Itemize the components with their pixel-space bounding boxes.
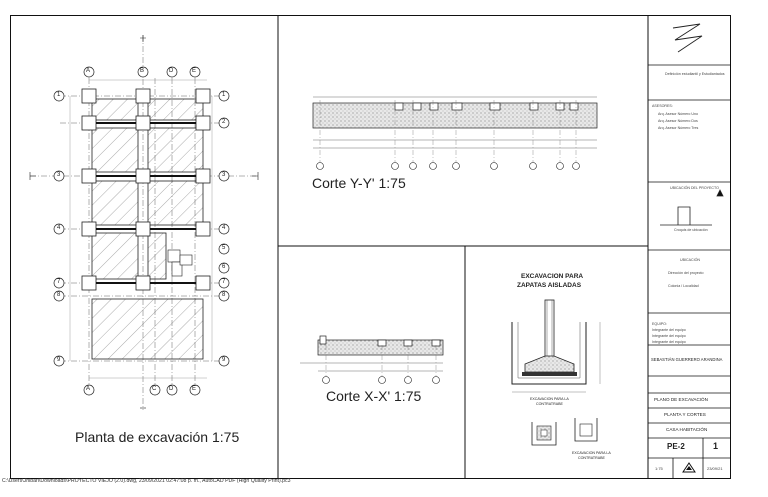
sheet-code: PE-2 bbox=[667, 442, 685, 451]
scale-value: 1:75 bbox=[655, 466, 663, 471]
axis-letter-a-bottom: A bbox=[86, 386, 91, 392]
logo-mark bbox=[672, 23, 703, 53]
axis-number-right-8: 8 bbox=[222, 292, 226, 298]
axis-number-right-2: 2 bbox=[222, 119, 226, 125]
axis-letter-e-bottom: E bbox=[192, 386, 197, 392]
plan-name: PLANO DE EXCAVACIÓN bbox=[654, 397, 708, 402]
axis-letter-a-top: A bbox=[86, 68, 91, 74]
axis-letter-e-top: E bbox=[192, 68, 197, 74]
axis-number-right-4: 4 bbox=[222, 225, 226, 231]
school-line: Definición estudiantil y Estudiantados bbox=[665, 72, 725, 76]
team-line-2: Integrante del equipo bbox=[652, 334, 686, 338]
location-header: UBICACIÓN DEL PROYECTO bbox=[670, 186, 719, 190]
detail-title-line2: ZAPATAS AISLADAS bbox=[517, 282, 582, 289]
axis-number-left-3: 3 bbox=[57, 172, 61, 178]
section-xx-title: Corte X-X' 1:75 bbox=[326, 388, 422, 404]
advisor-3: Arq. Asesor Número Tres bbox=[658, 126, 699, 130]
section-yy bbox=[312, 96, 598, 170]
axis-letter-d-top: D bbox=[169, 68, 174, 74]
location2-line-1: Dirección del proyecto bbox=[668, 271, 704, 275]
north-arrow-icon bbox=[682, 462, 696, 473]
axis-number-left-4: 4 bbox=[57, 225, 61, 231]
detail-caption1-line1: EXCAVACION PARA LA bbox=[530, 397, 569, 401]
plan-content: PLANTA Y CORTES bbox=[664, 412, 706, 417]
advisor-2: Arq. Asesor Número Dos bbox=[658, 119, 698, 123]
axis-number-left-9: 9 bbox=[57, 357, 61, 363]
axis-letter-d-bottom: D bbox=[169, 386, 174, 392]
section-xx bbox=[300, 335, 444, 385]
team-line-1: Integrante del equipo bbox=[652, 328, 686, 332]
advisor-1: Arq. Asesor Número Uno bbox=[658, 112, 698, 116]
axis-number-right-5: 5 bbox=[222, 245, 226, 251]
location2-header: UBICACIÓN bbox=[680, 258, 700, 262]
print-footer: C:\Users\Jhibari\Downloads\PROYECTO VIEJ… bbox=[2, 478, 291, 484]
plan-title: Planta de excavación 1:75 bbox=[75, 429, 240, 445]
detail-caption1-line2: CONTRATRABE bbox=[536, 402, 563, 406]
axis-number-right-3: 3 bbox=[222, 172, 226, 178]
sheet-number: 1 bbox=[713, 441, 719, 451]
student-name: SEBASTIÁN GUERRERO ARANDINA bbox=[651, 357, 723, 362]
excavation-plan bbox=[29, 35, 259, 410]
axis-number-left-7: 7 bbox=[57, 279, 61, 285]
footing-detail bbox=[511, 299, 601, 446]
detail-caption2-line1: EXCAVACION PARA LA bbox=[572, 451, 611, 455]
location2-line-2: Colonia / Localidad bbox=[668, 284, 699, 288]
location-caption: Croquis de ubicación bbox=[674, 228, 708, 232]
axis-number-left-1: 1 bbox=[57, 92, 61, 98]
axis-number-right-1: 1 bbox=[222, 92, 226, 98]
team-header: EQUIPO: bbox=[652, 322, 667, 326]
axis-number-right-6: 6 bbox=[222, 264, 226, 270]
axis-number-right-9: 9 bbox=[222, 357, 226, 363]
advisors-header: ASESORES: bbox=[652, 104, 673, 108]
detail-title-line1: EXCAVACION PARA bbox=[521, 273, 584, 280]
location-sketch bbox=[660, 189, 724, 226]
axis-letter-b-top: B bbox=[140, 68, 145, 74]
project-name: CASA HABITACIÓN bbox=[666, 427, 708, 432]
axis-letter-c-bottom: C bbox=[152, 386, 157, 392]
title-block-grid bbox=[648, 64, 731, 479]
team-line-3: Integrante del equipo bbox=[652, 340, 686, 344]
drawing-sheet-border bbox=[10, 15, 731, 479]
date-value: 23/09/21 bbox=[707, 466, 723, 471]
axis-number-left-8: 8 bbox=[57, 292, 61, 298]
axis-number-right-7: 7 bbox=[222, 279, 226, 285]
detail-caption2-line2: CONTRATRABE bbox=[578, 456, 605, 460]
section-yy-title: Corte Y-Y' 1:75 bbox=[312, 175, 406, 191]
